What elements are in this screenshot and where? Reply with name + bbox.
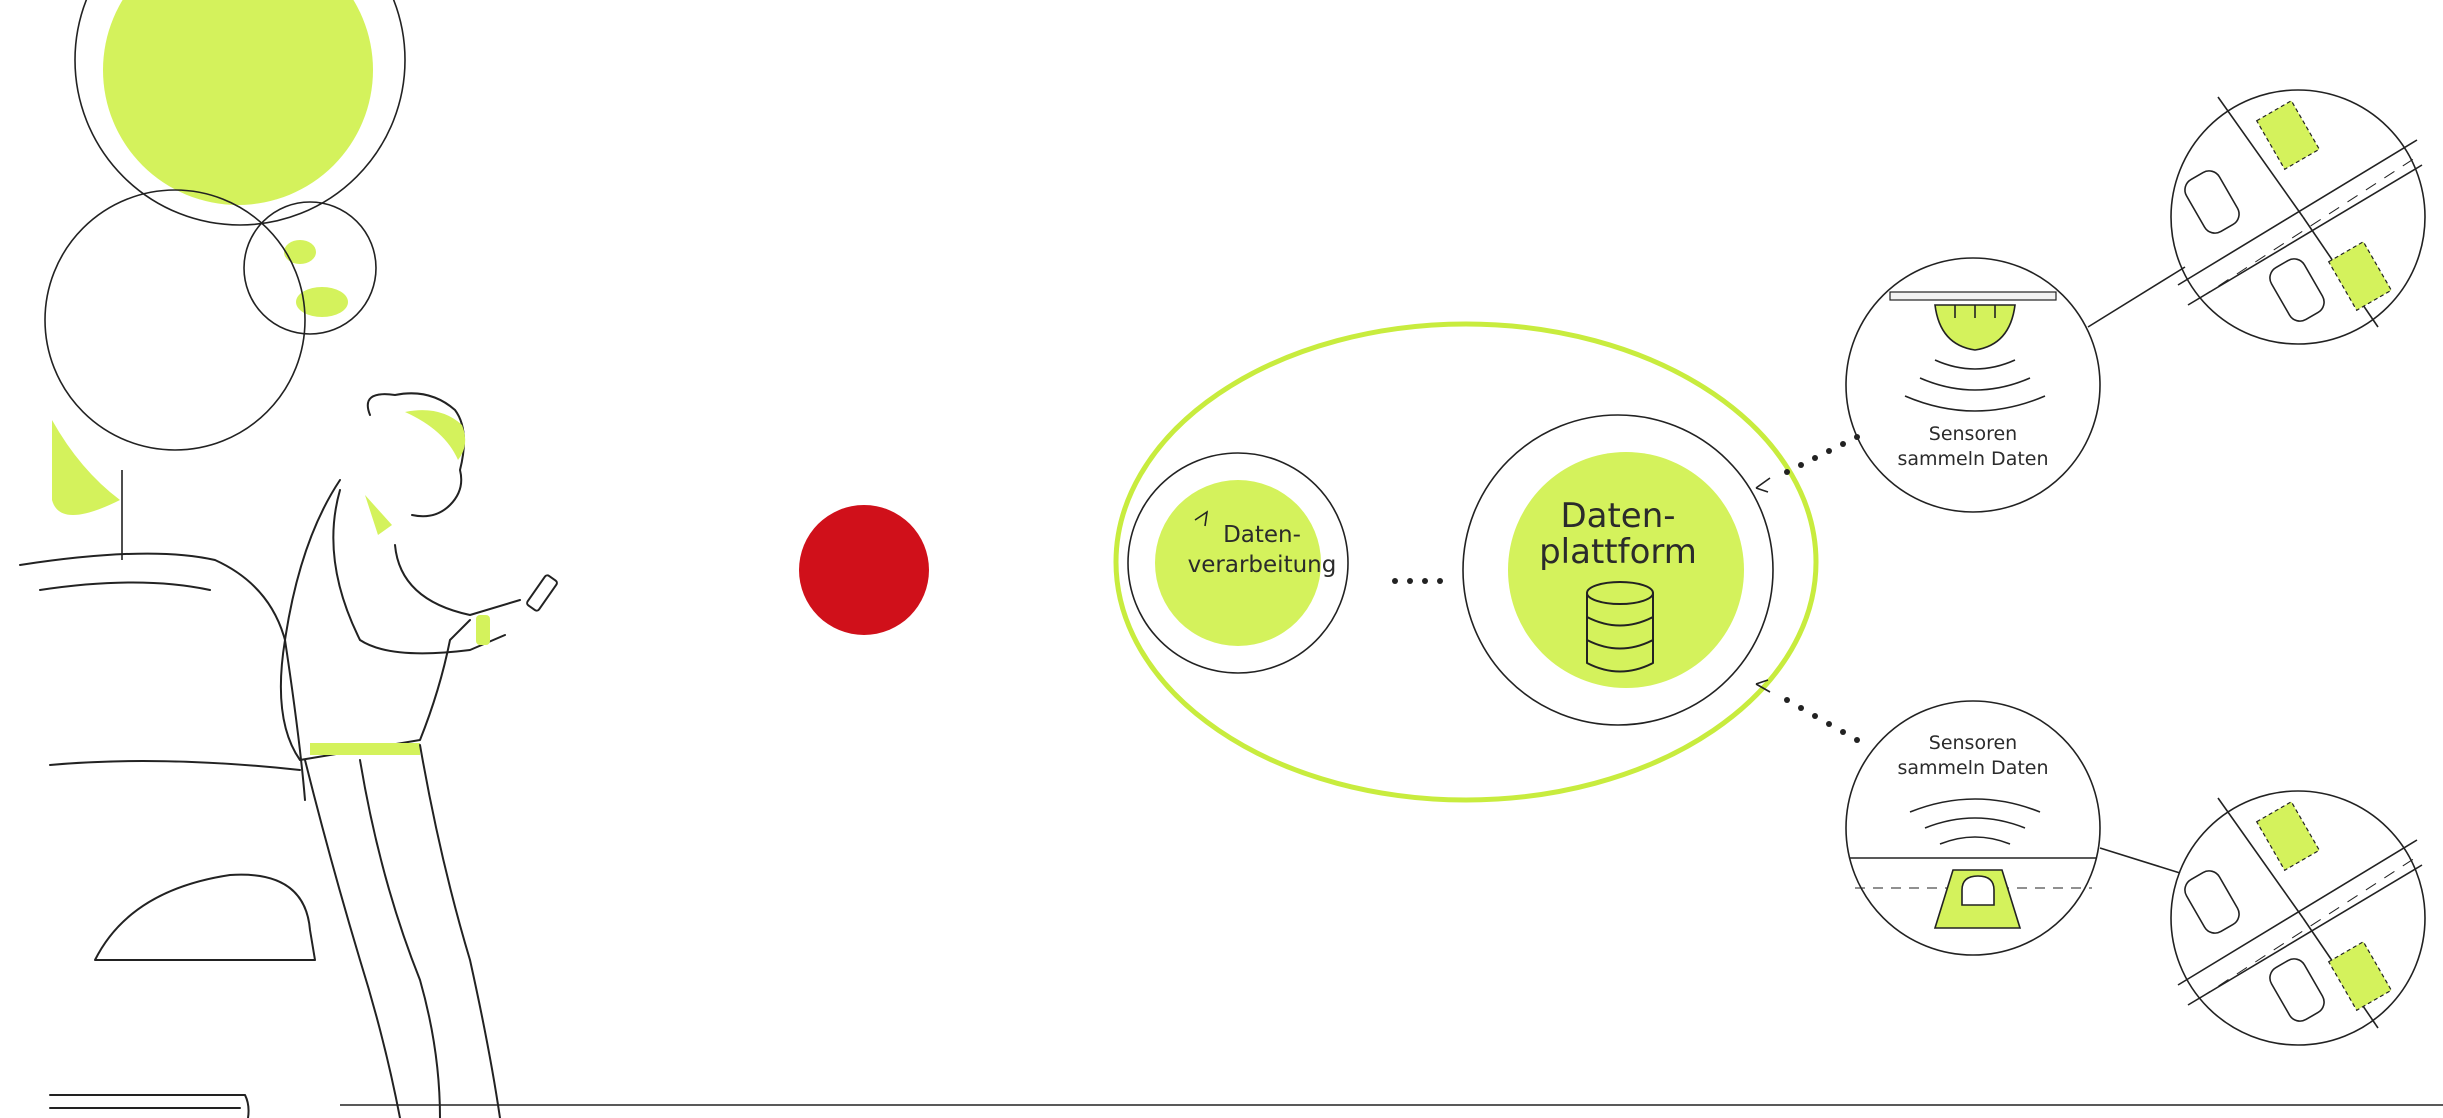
person-collar-fill: [365, 495, 392, 535]
platform-label-line1: Daten-: [1560, 496, 1675, 536]
person-arm-left: [332, 489, 506, 655]
car-illustration: [19, 552, 316, 1118]
processing-label-line2: verarbeitung: [1188, 552, 1337, 578]
person-arm-right: [394, 544, 521, 616]
processing-node-outer: [1127, 452, 1349, 674]
leaf-fill-c: [52, 420, 120, 515]
car-roof: [19, 552, 306, 801]
tree-canopy-small: [243, 201, 377, 335]
person-belt-fill: [310, 743, 420, 755]
sensor-top-circle: [1845, 257, 2101, 513]
tree-canopy-low: [44, 189, 306, 451]
processing-node-fill: [1155, 480, 1321, 646]
platform-node-outer: [1462, 414, 1774, 726]
processing-platform-connector: [1392, 578, 1443, 584]
car-body-line: [39, 581, 211, 591]
parking-lot-bottom-link: [2099, 847, 2181, 874]
person-jacket: [279, 479, 471, 761]
processing-cycle-arrow: [1194, 510, 1209, 527]
platform-highlight-ring: [1113, 321, 1819, 803]
parking-lot-top-circle: [2170, 89, 2426, 345]
parking-lot-bottom-circle: [2170, 790, 2426, 1046]
sensor-bottom-label-line2: sammeln Daten: [1897, 757, 2048, 779]
sensor-bottom-signal: [1909, 798, 2041, 845]
status-dot-icon: [799, 505, 929, 635]
person-cuff-fill: [476, 615, 490, 645]
platform-node-fill: [1508, 452, 1744, 688]
database-icon: [1586, 581, 1654, 673]
car-bumper: [49, 1094, 250, 1118]
platform-label-line2: plattform: [1539, 532, 1697, 572]
car-door-line: [49, 760, 301, 771]
leaf-fill-b: [296, 287, 348, 317]
data-platform-group: Daten- verarbeitung Daten- plattform: [1113, 321, 1819, 803]
leaf-fill-a: [284, 240, 316, 264]
sensor-bottom-arrowhead: [1755, 679, 1771, 693]
decorative-trees: [44, 0, 406, 560]
sensor-bottom-connector: [1784, 697, 1860, 743]
car-icon: [2269, 258, 2325, 322]
smartphone-icon: [526, 574, 558, 612]
sensor-top-signal: [1904, 359, 2046, 412]
ceiling-sensor-icon: [1889, 291, 2057, 351]
sensor-node-top: Sensoren sammeln Daten: [1845, 257, 2101, 513]
parking-lot-top-link: [2087, 266, 2186, 328]
person-leg-inner: [359, 759, 441, 1118]
sensor-bottom-label-line1: Sensoren: [1929, 732, 2017, 754]
car-window: [94, 873, 316, 961]
car-icon: [2184, 870, 2240, 934]
car-icon: [2269, 958, 2325, 1022]
processing-label-line1: Daten-: [1223, 522, 1301, 548]
ground-sensor-icon: [1933, 869, 2022, 929]
tree-canopy-large-fill: [103, 0, 373, 205]
car-icon: [2184, 170, 2240, 234]
parking-lot-icon: [2170, 89, 2426, 345]
person-with-phone: [279, 392, 558, 1118]
sensor-node-bottom: Sensoren sammeln Daten: [1845, 700, 2101, 956]
sensor-top-connector: [1784, 434, 1860, 475]
sensor-top-label-line2: sammeln Daten: [1897, 448, 2048, 470]
person-hair-fill: [405, 410, 466, 460]
person-leg-right: [419, 744, 501, 1118]
platform-node: Daten- plattform: [1462, 414, 1774, 726]
processing-node: Daten- verarbeitung: [1127, 452, 1349, 674]
sensor-top-label-line1: Sensoren: [1929, 423, 2017, 445]
tree-canopy-large: [74, 0, 406, 226]
sensor-bottom-circle: [1845, 700, 2101, 956]
parking-lot-icon: [2170, 790, 2426, 1046]
person-leg-left: [304, 759, 401, 1118]
sensor-top-arrowhead: [1755, 477, 1771, 493]
